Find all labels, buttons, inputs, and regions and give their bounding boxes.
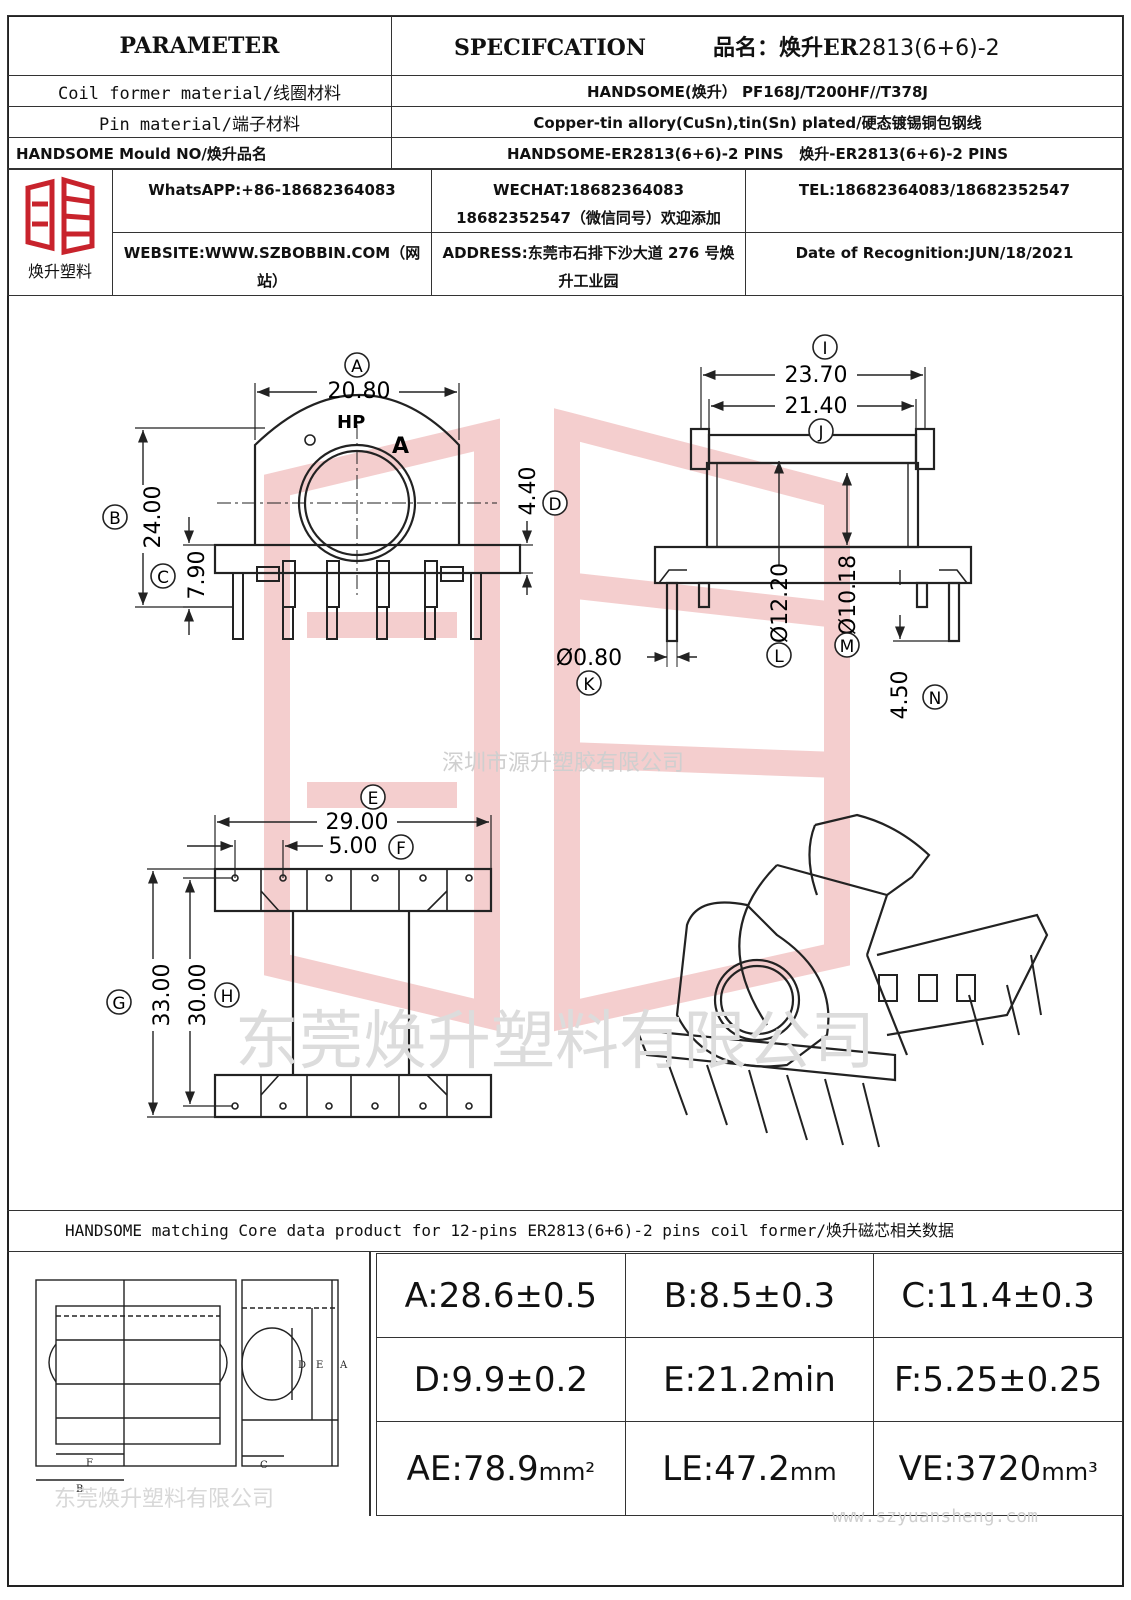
recognition-date: Date of Recognition:JUN/18/2021 — [745, 232, 1124, 296]
callout-f: F — [388, 834, 414, 860]
parameter-heading: PARAMETER — [7, 15, 392, 76]
mould-no-label: HANDSOME Mould NO/焕升品名 — [7, 137, 392, 169]
core-param-f: F:5.25±0.25 — [873, 1337, 1123, 1422]
coil-material-label: Coil former material/线圈材料 — [7, 75, 392, 107]
watermark-big: 东莞焕升塑料有限公司 — [235, 1005, 875, 1079]
website: WEBSITE:WWW.SZBOBBIN.COM（网站） — [112, 232, 432, 296]
technical-drawing: HP A 20.80 A 24.00 B 7.90 C 4.40 D — [7, 295, 1124, 1210]
bottom-view — [147, 815, 493, 1119]
svg-text:G: G — [112, 994, 125, 1014]
core-mark-a: A — [339, 1360, 348, 1371]
dim-c-value: 7.90 — [185, 551, 210, 600]
svg-text:J: J — [817, 423, 823, 443]
pin-material-value: Copper-tin allory(CuSn),tin(Sn) plated/硬… — [391, 106, 1124, 138]
svg-text:L: L — [774, 647, 784, 667]
specification-heading: SPECIFCATION 品名：焕升ER2813(6+6)-2 — [391, 15, 1124, 76]
callout-g: G — [106, 989, 132, 1015]
callout-a: A — [344, 352, 370, 378]
dim-j-value: 21.40 — [785, 394, 848, 419]
spec-header-table: PARAMETER SPECIFCATION 品名：焕升ER2813(6+6)-… — [7, 15, 1124, 169]
svg-text:H: H — [221, 987, 234, 1007]
core-mark-f: F — [86, 1458, 93, 1469]
svg-text:I: I — [822, 339, 827, 359]
dim-i-value: 23.70 — [785, 363, 848, 388]
callout-l: L — [766, 642, 792, 668]
pin-material-label: Pin material/端子材料 — [7, 106, 392, 138]
svg-text:D: D — [548, 495, 561, 515]
dim-e-value: 29.00 — [326, 810, 389, 835]
core-param-a: A:28.6±0.5 — [376, 1253, 626, 1338]
svg-text:B: B — [109, 509, 121, 529]
telephone: TEL:18682364083/18682352547 — [745, 169, 1124, 233]
watermark-logo-icon — [264, 408, 850, 1032]
svg-text:E: E — [368, 789, 379, 809]
company-logo: 焕升塑料 — [7, 169, 113, 296]
core-mark-b: B — [76, 1484, 83, 1495]
watermark-small: 东莞焕升塑料有限公司 — [54, 1487, 274, 1512]
dim-f-value: 5.00 — [329, 834, 378, 859]
callout-k: K — [576, 670, 602, 696]
wechat: WECHAT:18682364083 18682352547（微信同号）欢迎添加 — [431, 169, 746, 233]
callout-n: N — [922, 684, 948, 710]
dim-g-value: 33.00 — [150, 964, 175, 1027]
mould-no-value: HANDSOME-ER2813(6+6)-2 PINS 焕升-ER2813(6+… — [391, 137, 1124, 169]
callout-c: C — [150, 563, 176, 589]
dim-d-value: 4.40 — [516, 467, 541, 516]
svg-text:K: K — [583, 675, 595, 695]
core-data-band: HANDSOME matching Core data product for … — [7, 1210, 1124, 1252]
watermark-center: 深圳市源升塑胶有限公司 — [442, 751, 684, 776]
logo-caption: 焕升塑料 — [27, 262, 92, 281]
watermark-url: www.szyuansheng.com — [832, 1506, 1038, 1527]
core-param-d: D:9.9±0.2 — [376, 1337, 626, 1422]
address: ADDRESS:东莞市石排下沙大道 276 号焕升工业园 — [431, 232, 746, 296]
svg-text:F: F — [396, 839, 406, 859]
callout-e: E — [360, 784, 386, 810]
callout-j: J — [808, 418, 834, 444]
dim-b-value: 24.00 — [141, 486, 166, 549]
dim-k-value: Ø0.80 — [556, 646, 622, 671]
whatsapp: WhatsAPP:+86-18682364083 — [112, 169, 432, 233]
core-param-e: E:21.2min — [624, 1337, 875, 1422]
core-param-ae: AE:78.9mm² — [376, 1421, 626, 1516]
front-view — [135, 383, 533, 640]
svg-text:A: A — [351, 357, 363, 377]
company-info-table: 焕升塑料 WhatsAPP:+86-18682364083 WECHAT:186… — [7, 169, 1124, 296]
core-mark-e: E — [316, 1360, 323, 1371]
core-param-c: C:11.4±0.3 — [873, 1253, 1123, 1338]
core-divider — [369, 1252, 371, 1516]
hp-mark: HP — [337, 412, 365, 433]
callout-d: D — [542, 490, 568, 516]
side-view — [647, 367, 973, 667]
core-param-le: LE:47.2mm — [624, 1421, 875, 1516]
coil-material-value: HANDSOME(焕升） PF168J/T200HF//T378J — [391, 75, 1124, 107]
core-param-ve: VE:3720mm³ — [873, 1421, 1123, 1516]
dim-n-value: 4.50 — [888, 671, 913, 720]
isometric-view — [635, 813, 1049, 1148]
core-param-b: B:8.5±0.3 — [624, 1253, 875, 1338]
core-mark-c: C — [260, 1460, 268, 1471]
dim-m-value: Ø10.18 — [836, 555, 861, 635]
a-mark: A — [392, 434, 409, 459]
handsome-logo-icon — [25, 176, 95, 256]
svg-text:M: M — [840, 637, 855, 657]
callout-m: M — [834, 632, 860, 658]
core-mark-d: D — [298, 1360, 306, 1371]
callout-i: I — [812, 334, 838, 360]
svg-text:C: C — [157, 568, 169, 588]
svg-text:N: N — [929, 689, 942, 709]
dim-h-value: 30.00 — [186, 964, 211, 1027]
callout-b: B — [102, 504, 128, 530]
core-drawing: D E A F B C 东莞焕升塑料有限公司 — [14, 1258, 366, 1513]
core-params-table: A:28.6±0.5 B:8.5±0.3 C:11.4±0.3 D:9.9±0.… — [376, 1253, 1123, 1516]
dim-a-value: 20.80 — [328, 379, 391, 404]
callout-h: H — [214, 982, 240, 1008]
drawing-canvas: HP A 20.80 A 24.00 B 7.90 C 4.40 D — [102, 334, 1049, 1148]
dim-l-value: Ø12.20 — [768, 563, 793, 643]
core-drawing-canvas: D E A F B C 东莞焕升塑料有限公司 — [35, 1279, 348, 1512]
